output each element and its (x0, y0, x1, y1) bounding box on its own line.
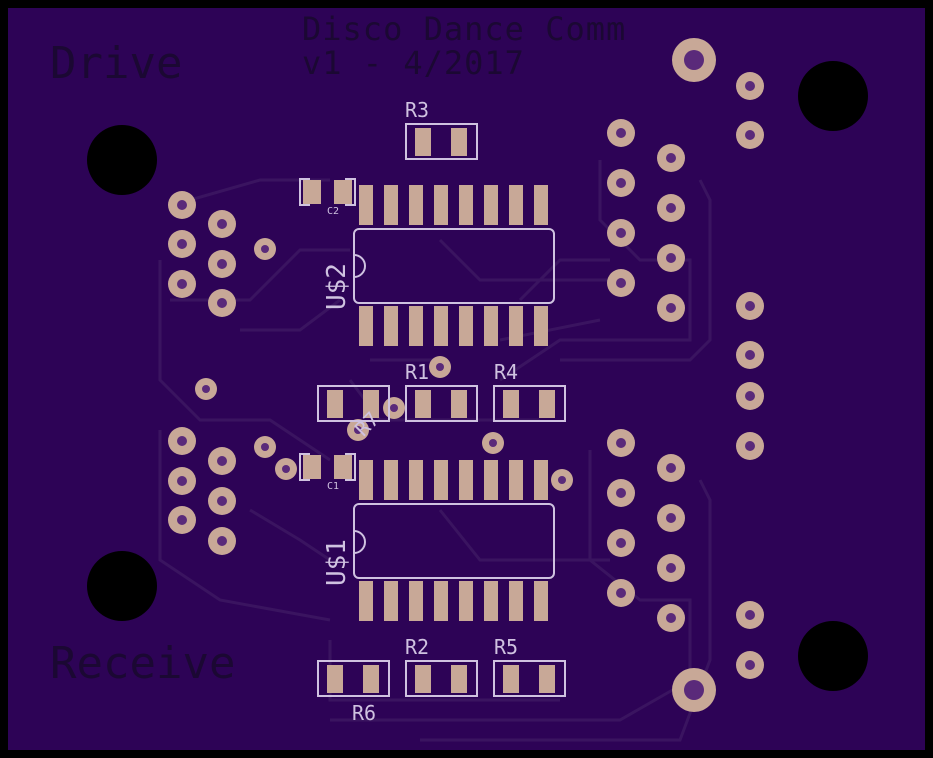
mounting-hole (798, 61, 868, 131)
designator-u1: U$1 (322, 539, 352, 586)
ic-u1 (353, 460, 555, 621)
board-title-line2: v1 - 4/2017 (302, 44, 525, 82)
designator-c1: C1 (327, 481, 340, 492)
board-title-line1: Disco Dance Comm (302, 10, 627, 48)
designator-r4: R4 (494, 360, 519, 384)
resistor-r3 (405, 123, 478, 160)
capacitor-c2 (299, 178, 356, 206)
pad-holes (177, 50, 755, 700)
designator-c2: C2 (327, 206, 340, 217)
ic-u2 (353, 185, 555, 346)
drive-label: Drive (50, 38, 183, 89)
designator-r2: R2 (405, 635, 430, 659)
resistor-r2 (405, 660, 478, 697)
mounting-hole (87, 551, 157, 621)
designator-r6: R6 (352, 701, 377, 725)
resistors (317, 123, 566, 697)
resistor-r1 (405, 385, 478, 422)
vias (347, 356, 573, 491)
mounting-holes (87, 61, 868, 691)
capacitors (299, 178, 356, 481)
designator-r5: R5 (494, 635, 519, 659)
resistor-r4 (493, 385, 566, 422)
designator-r1: R1 (405, 360, 430, 384)
resistor-r7 (317, 385, 390, 422)
resistor-r6 (317, 660, 390, 697)
capacitor-c1 (299, 453, 356, 481)
designator-u2: U$2 (322, 263, 352, 310)
receive-label: Receive (50, 638, 236, 689)
mounting-hole (87, 125, 157, 195)
designator-r3: R3 (405, 98, 430, 122)
resistor-r5 (493, 660, 566, 697)
mounting-hole (798, 621, 868, 691)
